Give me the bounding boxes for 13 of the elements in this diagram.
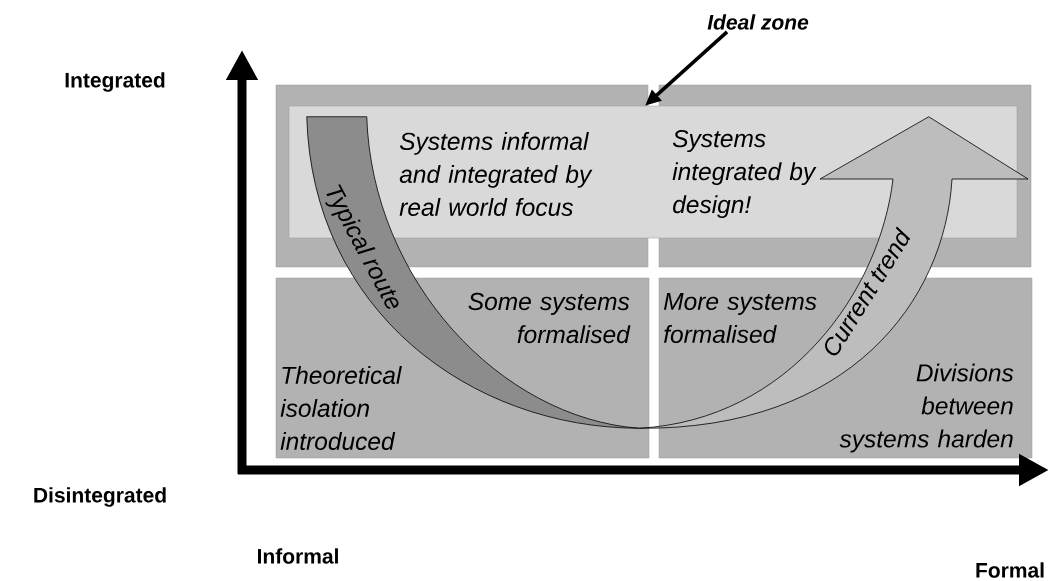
curved-arrow bbox=[638, 116, 1029, 429]
box-text: Divisions between systems harden bbox=[839, 363, 1014, 453]
box-text: Systems integrated by design! bbox=[672, 129, 817, 219]
curved-arrow bbox=[306, 116, 640, 429]
box-text: Some systems formalised bbox=[468, 292, 631, 344]
axis-label: Formal bbox=[976, 562, 1044, 578]
zone-label: Ideal zone bbox=[707, 14, 809, 30]
box-text: Theoretical isolation introduced bbox=[280, 366, 402, 450]
axis-label: Informal bbox=[258, 548, 338, 564]
axis-label: Disintegrated bbox=[34, 487, 166, 507]
axis-label: Integrated bbox=[65, 72, 165, 92]
box-text: Systems informal and integrated by real world focus bbox=[399, 132, 593, 216]
box-text: More systems formalised bbox=[663, 292, 817, 344]
